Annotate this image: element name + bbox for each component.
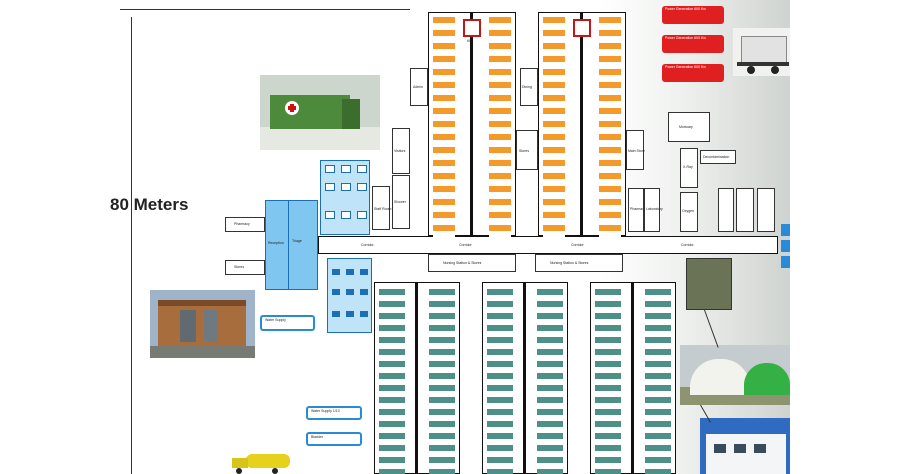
- tent-photo: [680, 345, 790, 405]
- main-corridor: Corridor Corridor Corridor Corridor: [318, 236, 778, 254]
- room-stores: Stores: [516, 130, 538, 170]
- medical-container-photo: [260, 75, 380, 150]
- room-pharmacy: Pharmacy: [225, 217, 265, 232]
- room-dining: Dining: [520, 68, 538, 106]
- room-laboratory: Laboratory: [644, 188, 663, 232]
- power-generation-tag: Power Generation 600 Kw: [662, 64, 724, 82]
- room-main-store: Main Store: [626, 130, 645, 170]
- room-shower: Shower: [392, 175, 410, 229]
- room-utility-b: [736, 188, 754, 232]
- room-decontamination: Decontamination: [700, 150, 736, 164]
- scale-bar-left: [131, 17, 132, 474]
- ward-block-upper: [320, 160, 370, 235]
- room-xray: X-Ray: [680, 148, 698, 188]
- right-margin: [790, 0, 900, 474]
- generator-trailer-photo: [733, 28, 790, 76]
- ward-green-2: [482, 282, 568, 474]
- ward-orange-right: [538, 12, 626, 237]
- nursing-station: Nursing Station & Stores: [428, 254, 516, 272]
- ward-block-lower: [327, 258, 372, 333]
- scale-bar-top: [120, 9, 410, 10]
- room-staff: Staff Room: [372, 186, 391, 230]
- room-utility-a: [718, 188, 734, 232]
- blue-accent: [781, 240, 790, 252]
- room-pharmacy-right: Pharmacy: [628, 188, 646, 232]
- room-admin: Admin: [410, 68, 428, 106]
- power-generation-tag: Power Generation 600 Kw: [662, 35, 724, 53]
- generator-block: [686, 258, 732, 310]
- ward-green-3: [590, 282, 676, 474]
- room-mortuary: Mortuary: [668, 112, 710, 142]
- blue-accent: [781, 256, 790, 268]
- modular-building-photo: [700, 418, 790, 474]
- tanker-truck-photo: [228, 450, 294, 474]
- room-visitors: Visitors: [392, 128, 410, 174]
- ward-green-1: [374, 282, 460, 474]
- bladder-tag: Bladder: [306, 432, 362, 446]
- room-oxygen: Oxygen: [680, 192, 698, 232]
- reception-block: Reception Triage: [265, 200, 318, 290]
- room-stores: Stores: [225, 260, 265, 275]
- water-supply-tag: Water Supply 1/10: [306, 406, 362, 420]
- water-supply-tag: Water Supply: [260, 315, 315, 331]
- nursing-station: Nursing Station & Stores: [535, 254, 623, 272]
- room-utility-c: [757, 188, 775, 232]
- scale-label: 80 Meters: [110, 195, 189, 214]
- ward-orange-left: KIT: [428, 12, 516, 237]
- power-generation-tag: Power Generation 600 Kw: [662, 6, 724, 24]
- building-photo: [150, 290, 255, 358]
- blue-accent: [781, 224, 790, 236]
